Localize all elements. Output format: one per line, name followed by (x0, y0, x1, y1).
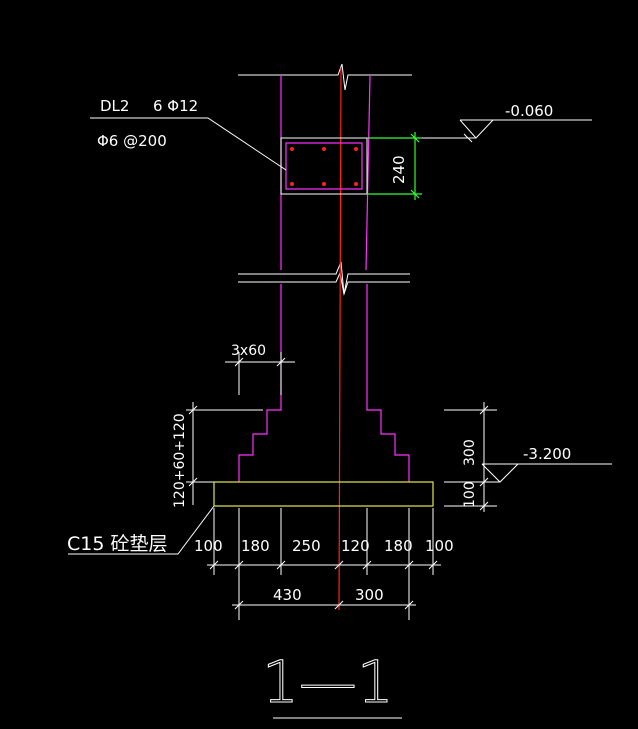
step-height-dimension: 120+60+120 (172, 402, 263, 508)
step-width-label: 3x60 (231, 343, 266, 359)
ring-beam-dl2 (280, 137, 368, 195)
lower-wall-stepped-footing (238, 284, 410, 482)
elevation-bottom: -3.200 300 100 (444, 402, 612, 512)
pad-height-label: 100 (462, 481, 478, 508)
width-label-4: 120 (341, 537, 370, 555)
elevation-top: -0.060 (367, 102, 592, 143)
masonry-height-label: 300 (462, 439, 478, 466)
section-title-label: 1—1 (262, 648, 394, 716)
top-break-line (238, 63, 412, 91)
step-width-dimension: 3x60 (225, 343, 295, 395)
elevation-bottom-label: -3.200 (523, 445, 571, 463)
upper-wall (280, 75, 371, 271)
middle-break-line (238, 261, 410, 296)
section-title: 1—1 (262, 648, 402, 719)
bottom-dimension-row-1: 100 180 250 120 180 100 (194, 508, 454, 620)
beam-height-label: 240 (390, 155, 408, 184)
cushion-callout: C15 砼垫层 (67, 505, 215, 555)
beam-main-bars: 6 Φ12 (153, 97, 198, 115)
elevation-top-label: -0.060 (505, 102, 553, 120)
beam-name: DL2 (100, 97, 129, 115)
step-height-label: 120+60+120 (172, 413, 188, 508)
width-label-6: 100 (425, 537, 454, 555)
cushion-layer (213, 481, 434, 507)
width-label-5: 180 (384, 537, 413, 555)
bottom-dimension-row-2: 430 300 (232, 586, 416, 610)
cushion-label: C15 砼垫层 (67, 533, 167, 555)
width-label-3: 250 (292, 537, 321, 555)
width-label-2: 180 (241, 537, 270, 555)
beam-height-dimension: 240 (367, 132, 422, 200)
beam-callout: DL2 6 Φ12 Φ6 @200 (90, 97, 287, 171)
beam-stirrups: Φ6 @200 (97, 132, 167, 150)
width-label-1: 100 (194, 537, 223, 555)
axis-line (338, 67, 342, 611)
width-label-430: 430 (273, 586, 302, 604)
width-label-300: 300 (355, 586, 384, 604)
